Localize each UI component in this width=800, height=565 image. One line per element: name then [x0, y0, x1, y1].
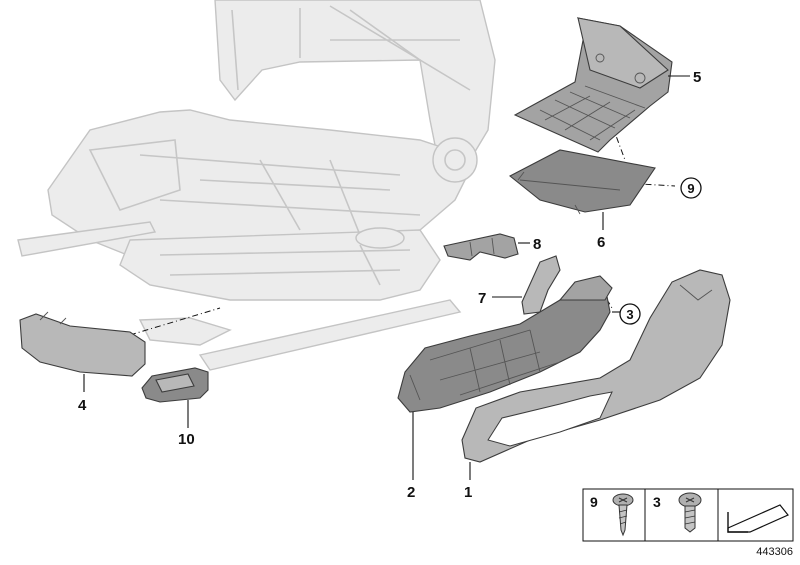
part-5-hole-a: [595, 53, 605, 63]
seat-pan-springs: [88, 139, 421, 236]
legend-label-9: 9: [590, 494, 598, 510]
part-10-top: [155, 373, 195, 393]
part-5-hole-b: [634, 72, 646, 84]
callout-10: 10: [178, 431, 195, 448]
part-5-backrest-panel: [513, 17, 673, 153]
part-1-contour: [679, 284, 713, 301]
rail-bracket: [138, 317, 232, 346]
part-4-front-cover: [19, 311, 146, 377]
screw-9-icon: [612, 493, 634, 537]
callout-3: 3: [626, 307, 633, 322]
part-1-switch-cutout: [487, 391, 613, 447]
part-1-side-trim: [461, 269, 731, 463]
callout-3-circle: [619, 303, 641, 325]
part-7-holder: [521, 255, 561, 315]
leader-lines: [83, 75, 690, 480]
centerline-part-9: [624, 169, 676, 187]
front-rail: [17, 221, 157, 257]
part-5-upper: [577, 17, 669, 89]
part-8-shape: [443, 233, 519, 261]
part-2-ribs: [409, 329, 561, 401]
part-2-shape: [397, 283, 611, 413]
recliner-hinge: [432, 137, 478, 183]
rail-links: [159, 244, 411, 286]
centerline-part-4: [129, 307, 221, 336]
diagram-number: 443306: [756, 546, 793, 558]
callout-6: 6: [597, 234, 605, 251]
callout-2: 2: [407, 484, 415, 501]
seat-rail-assembly: [119, 229, 441, 301]
callout-7: 7: [478, 290, 486, 307]
screw-3-icon: [678, 492, 702, 533]
lower-rail: [198, 299, 462, 371]
arrow-reference-icon: [727, 504, 789, 533]
part-10-bracket: [141, 367, 209, 403]
callout-4: 4: [78, 397, 87, 414]
backrest-wires: [231, 5, 471, 91]
centerline-part-5: [611, 124, 626, 161]
callouts: 5 6 8 7 2 1 4 10 9 3: [78, 69, 702, 501]
part-6-shape: [508, 149, 656, 213]
seat-motor: [355, 227, 405, 249]
callout-8: 8: [533, 236, 541, 253]
part-5-ribs: [539, 85, 646, 141]
callout-9: 9: [687, 181, 694, 196]
part-7-shape: [521, 255, 561, 315]
part-4-shape: [19, 313, 146, 377]
callout-1: 1: [464, 484, 472, 501]
callout-9-circle: [680, 177, 702, 199]
seat-frame-ghost: [17, 0, 496, 371]
part-4-clips: [39, 311, 67, 325]
part-6-backrest-trim: [508, 149, 656, 215]
recliner-hinge-core: [444, 149, 466, 171]
part-6-details: [517, 171, 621, 215]
callout-5: 5: [693, 69, 701, 86]
part-8-details: [469, 237, 495, 257]
backrest-frame: [214, 0, 496, 171]
legend-label-3: 3: [653, 494, 661, 510]
part-2-top-boss: [558, 275, 613, 301]
part-2-inner-carrier: [397, 275, 613, 413]
fastener-legend: 9 3: [582, 488, 794, 542]
part-8-bracket: [443, 233, 519, 261]
